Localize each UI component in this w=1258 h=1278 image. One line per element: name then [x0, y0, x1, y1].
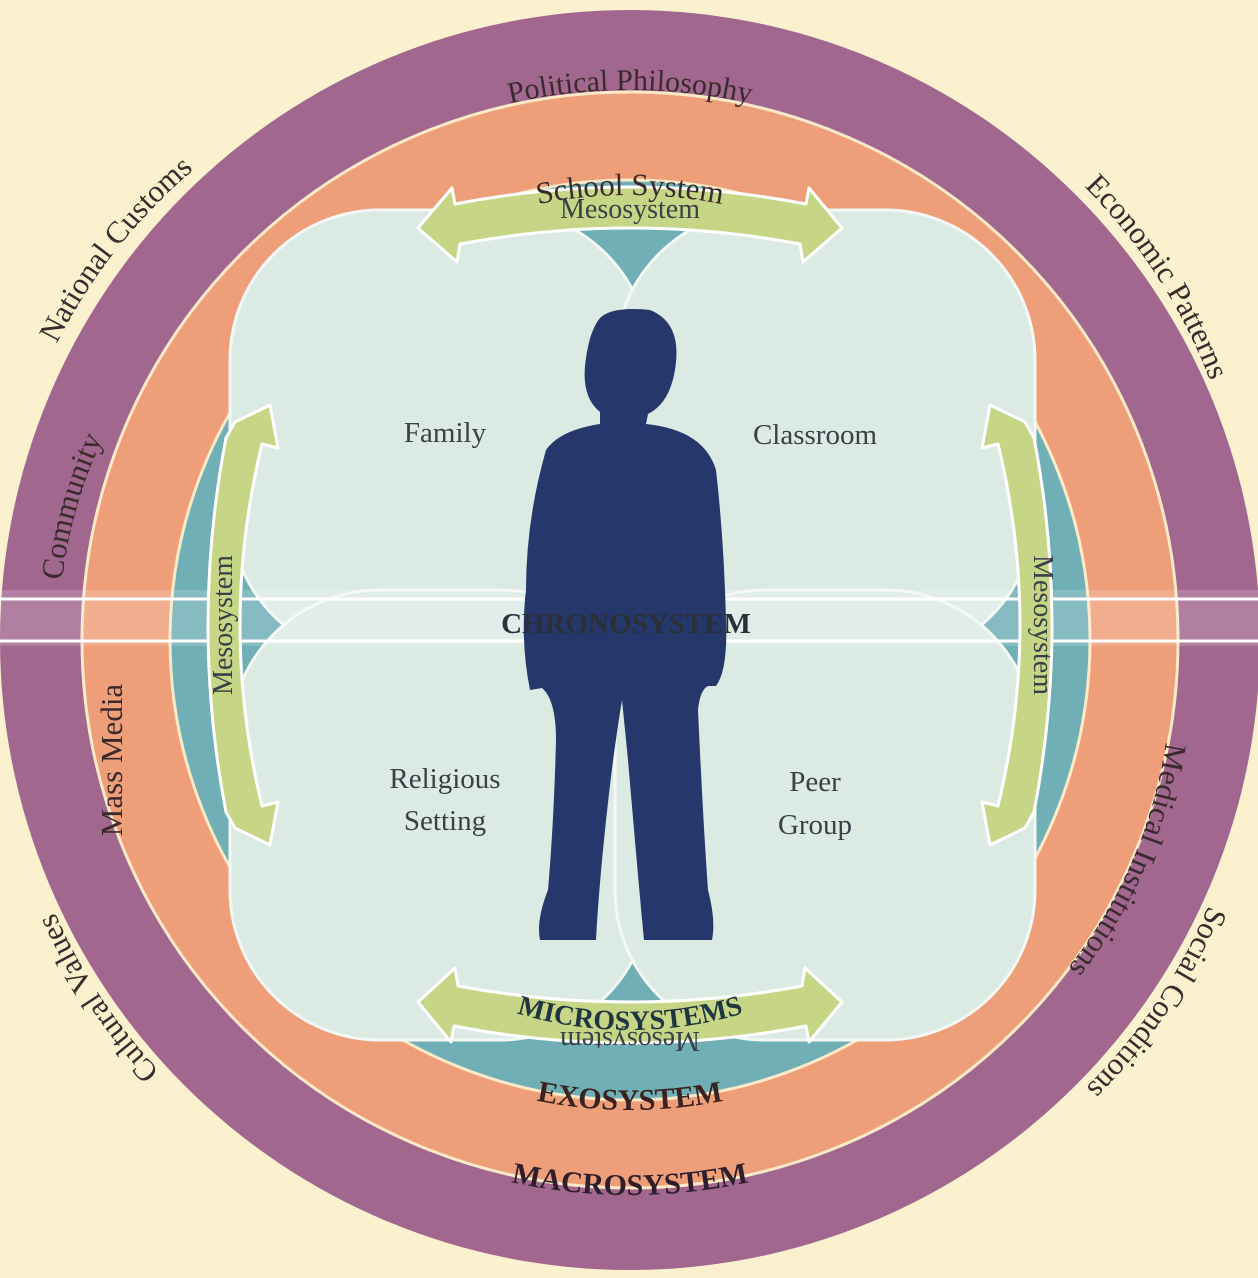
mesosystem-label-right: Mesosystem — [1027, 555, 1058, 695]
mesosystem-label-left: Mesosystem — [208, 555, 239, 695]
bottom-mesosystem-arrow-icon — [416, 966, 844, 1045]
chronosystem-label: CHRONOSYSTEM — [501, 608, 751, 640]
setting-setting: Setting — [404, 805, 486, 837]
mesosystem-arrows — [206, 185, 1054, 1045]
top-mesosystem-arrow-icon — [416, 185, 844, 264]
setting-religious: Religious — [389, 763, 500, 795]
setting-classroom: Classroom — [753, 419, 878, 451]
child-silhouette-icon — [523, 309, 727, 940]
mesosystem-label-bottom: Mesosystem — [560, 1025, 700, 1056]
mesosystem-label-top: Mesosystem — [560, 194, 700, 225]
setting-group: Group — [778, 809, 852, 841]
peer-group-lobe — [613, 588, 1037, 1042]
right-mesosystem-arrow-icon — [980, 403, 1054, 847]
left-mesosystem-arrow-icon — [206, 403, 280, 847]
setting-family: Family — [404, 417, 487, 449]
setting-peer: Peer — [789, 766, 841, 798]
exo-item-mass-media: Mass Media — [94, 684, 129, 837]
